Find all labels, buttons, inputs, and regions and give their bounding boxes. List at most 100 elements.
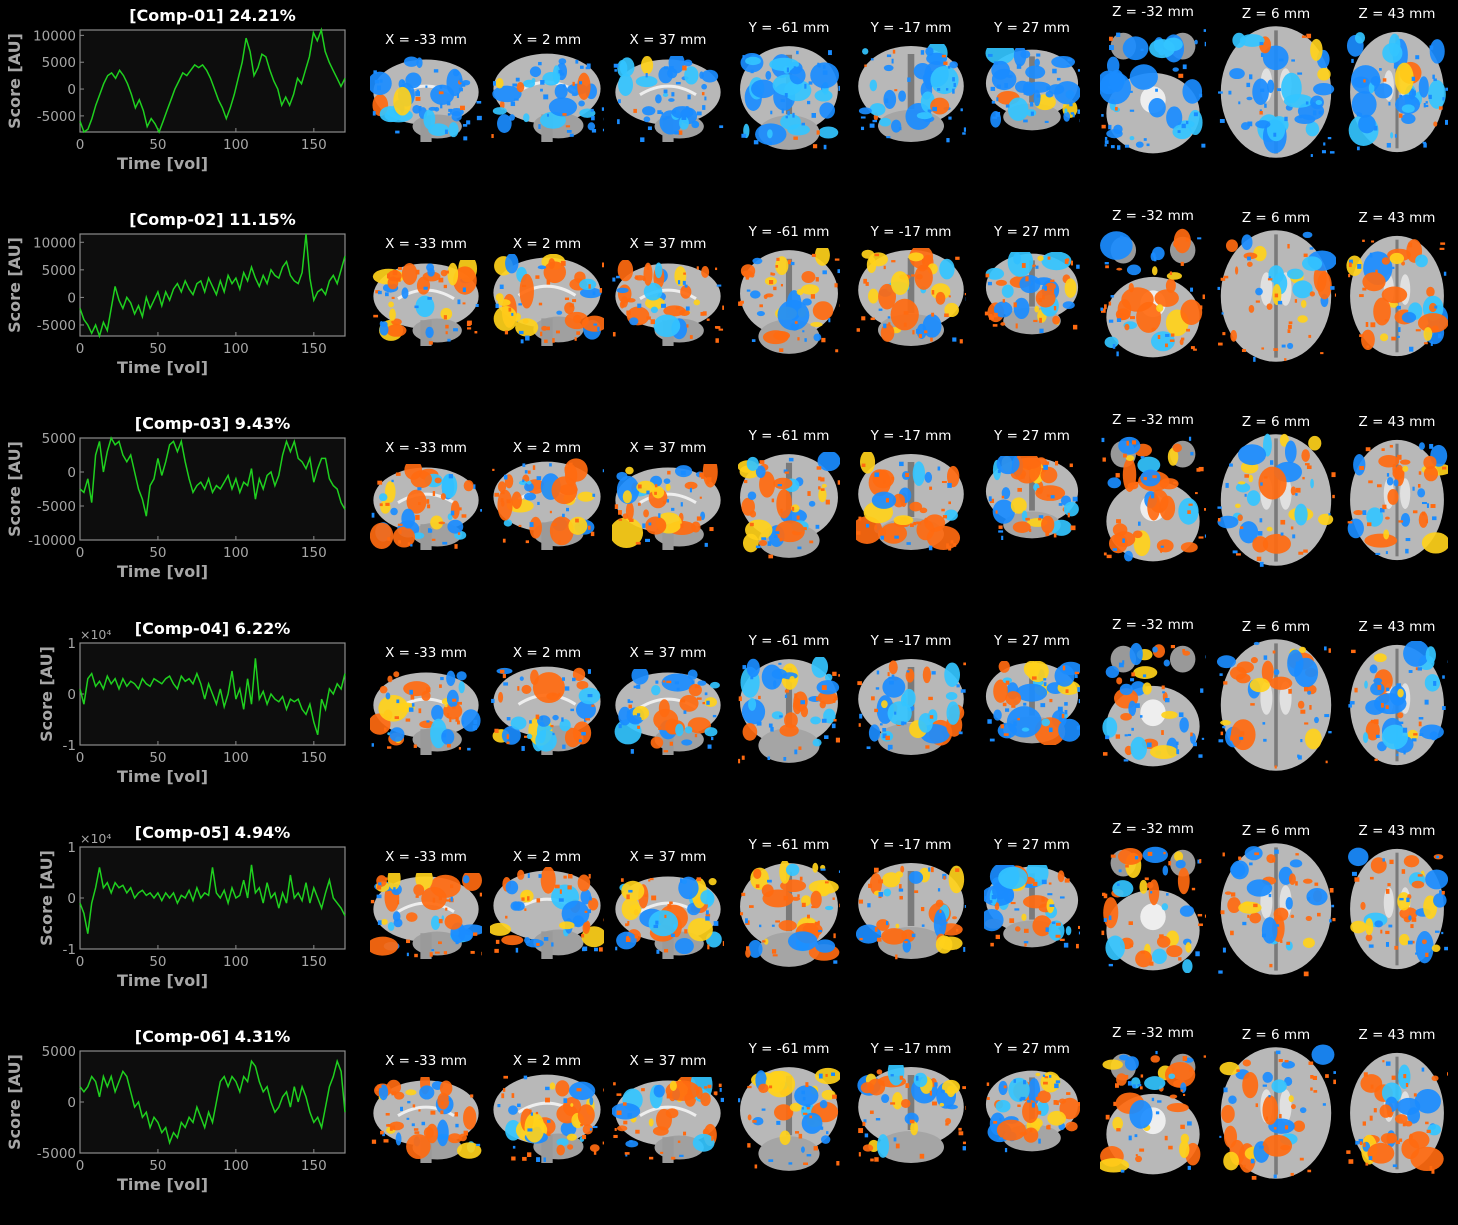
brain-slice-image xyxy=(1100,430,1206,564)
y-tick-label: 5000 xyxy=(42,431,76,447)
brain-slice-image xyxy=(1346,436,1448,564)
y-tick-label: 0 xyxy=(67,290,76,306)
slice-coordinate-label: Y = -17 mm xyxy=(851,1041,971,1057)
slice-coordinate-label: Z = 43 mm xyxy=(1337,619,1457,635)
brain-slice-image xyxy=(1346,845,1448,973)
y-tick-label: 1 xyxy=(67,840,76,856)
y-tick-label: 10000 xyxy=(33,28,76,44)
y-tick-label: 10000 xyxy=(33,235,76,251)
x-tick-label: 0 xyxy=(76,545,85,561)
brain-slice-image xyxy=(856,248,966,348)
slice-coordinate-label: Y = 27 mm xyxy=(972,633,1092,649)
slice-coordinate-label: X = -33 mm xyxy=(366,440,486,456)
brain-slice-image xyxy=(490,50,604,142)
slice-coordinate-label: X = -33 mm xyxy=(366,849,486,865)
slice-coordinate-label: Z = 43 mm xyxy=(1337,823,1457,839)
x-tick-label: 50 xyxy=(149,137,166,153)
brain-slice-image xyxy=(612,260,724,346)
slice-coordinate-label: X = -33 mm xyxy=(366,1053,486,1069)
slice-coordinate-label: X = -33 mm xyxy=(366,645,486,661)
brain-slice-image xyxy=(1216,1043,1336,1183)
slice-coordinate-label: X = 2 mm xyxy=(487,236,607,252)
slice-coordinate-label: Y = -17 mm xyxy=(851,837,971,853)
brain-slice-image xyxy=(856,1065,966,1165)
brain-slice-image xyxy=(370,56,482,142)
y-axis-label: Score [AU] xyxy=(5,33,24,129)
x-tick-label: 100 xyxy=(223,954,249,970)
y-tick-label: 0 xyxy=(67,82,76,98)
brain-slice-image xyxy=(370,669,482,755)
x-axis-label: Time [vol] xyxy=(117,358,208,377)
x-axis-label: Time [vol] xyxy=(117,971,208,990)
slice-coordinate-label: Y = -17 mm xyxy=(851,633,971,649)
slice-coordinate-label: X = 2 mm xyxy=(487,440,607,456)
brain-slice-image xyxy=(490,254,604,346)
slice-coordinate-label: X = 37 mm xyxy=(608,440,728,456)
slice-coordinate-label: X = 2 mm xyxy=(487,849,607,865)
slice-coordinate-label: Z = -32 mm xyxy=(1093,412,1213,428)
y-tick-label: -1 xyxy=(63,942,76,958)
slice-coordinate-label: Y = -61 mm xyxy=(729,837,849,853)
slice-coordinate-label: Z = 6 mm xyxy=(1216,210,1336,226)
brain-slice-image xyxy=(984,252,1080,336)
slice-coordinate-label: Y = 27 mm xyxy=(972,428,1092,444)
brain-slice-image xyxy=(612,669,724,755)
x-tick-label: 100 xyxy=(223,750,249,766)
brain-slice-image xyxy=(490,458,604,550)
brain-slice-image xyxy=(738,861,840,969)
y-tick-label: 0 xyxy=(67,687,76,703)
brain-slice-image xyxy=(984,865,1080,949)
slice-coordinate-label: Y = -61 mm xyxy=(729,20,849,36)
slice-coordinate-label: Z = 43 mm xyxy=(1337,6,1457,22)
x-axis-label: Time [vol] xyxy=(117,767,208,786)
brain-slice-image xyxy=(984,1069,1080,1153)
slice-coordinate-label: Y = 27 mm xyxy=(972,20,1092,36)
plot-area xyxy=(80,30,345,132)
slice-coordinate-label: Z = 43 mm xyxy=(1337,210,1457,226)
slice-coordinate-label: X = 2 mm xyxy=(487,32,607,48)
brain-slice-image xyxy=(370,260,482,346)
brain-slice-image xyxy=(856,657,966,757)
y-tick-label: -5000 xyxy=(37,318,76,334)
x-tick-label: 50 xyxy=(149,954,166,970)
slice-coordinate-label: X = 37 mm xyxy=(608,32,728,48)
y-axis-label: Score [AU] xyxy=(5,237,24,333)
x-axis-label: Time [vol] xyxy=(117,154,208,173)
x-axis-label: Time [vol] xyxy=(117,1175,208,1194)
brain-slice-image xyxy=(1100,226,1206,360)
brain-slice-image xyxy=(1216,226,1336,366)
slice-coordinate-label: Z = 43 mm xyxy=(1337,1027,1457,1043)
brain-slice-image xyxy=(490,663,604,755)
x-tick-label: 100 xyxy=(223,545,249,561)
brain-slice-image xyxy=(1346,1049,1448,1177)
y-exponent-label: ×10⁴ xyxy=(80,627,111,642)
y-tick-label: -1 xyxy=(63,738,76,754)
brain-slice-image xyxy=(1216,635,1336,775)
y-axis-label: Score [AU] xyxy=(5,441,24,537)
brain-slice-image xyxy=(1346,232,1448,360)
y-tick-label: 5000 xyxy=(42,55,76,71)
x-tick-label: 0 xyxy=(76,137,85,153)
slice-coordinate-label: X = 37 mm xyxy=(608,645,728,661)
brain-slice-image xyxy=(370,873,482,959)
slice-coordinate-label: X = 2 mm xyxy=(487,645,607,661)
slice-coordinate-label: Z = 43 mm xyxy=(1337,414,1457,430)
slice-coordinate-label: Z = -32 mm xyxy=(1093,1025,1213,1041)
x-axis-label: Time [vol] xyxy=(117,562,208,581)
x-tick-label: 100 xyxy=(223,1158,249,1174)
x-tick-label: 0 xyxy=(76,341,85,357)
brain-slice-image xyxy=(1216,839,1336,979)
slice-coordinate-label: Z = -32 mm xyxy=(1093,208,1213,224)
x-tick-label: 150 xyxy=(301,545,327,561)
brain-slice-image xyxy=(738,248,840,356)
plot-area xyxy=(80,847,345,949)
slice-coordinate-label: Y = -17 mm xyxy=(851,428,971,444)
slice-coordinate-label: Z = -32 mm xyxy=(1093,617,1213,633)
brain-slice-image xyxy=(370,1077,482,1163)
x-tick-label: 150 xyxy=(301,137,327,153)
y-tick-label: 1 xyxy=(67,636,76,652)
